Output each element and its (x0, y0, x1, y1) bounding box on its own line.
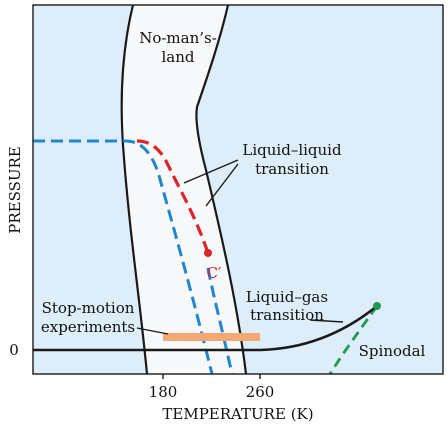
no-mans-land-label-line-2: land (161, 48, 194, 66)
no-mans-land-region (121, 5, 246, 374)
critical-point-marker (204, 249, 212, 257)
liquid-liquid-leader-lower (205, 163, 239, 207)
stop-motion-label-line-2: experiments (41, 318, 135, 336)
x-axis-label: TEMPERATURE (K) (162, 405, 313, 423)
no-mans-land-left-boundary (120, 5, 149, 374)
stop-motion-leader (136, 327, 169, 335)
no-mans-land-right-boundary (195, 5, 248, 374)
plot-area (33, 5, 443, 374)
spinodal-endpoint-marker (373, 302, 381, 310)
y-axis-label: PRESSURE (6, 146, 24, 234)
critical-point-label: C′ (207, 264, 222, 282)
no-mans-land-label-line-1: No-man’s- (139, 29, 217, 47)
spinodal-label: Spinodal (359, 342, 426, 360)
liquid-liquid-leader-upper (183, 159, 239, 184)
liquid-gas-leader (309, 319, 344, 323)
spinodal-line (328, 305, 379, 374)
liquid-liquid-label-line-1: Liquid–liquid (242, 141, 342, 159)
liquid-gas-transition-line (33, 304, 378, 352)
stop-motion-label-line-1: Stop-motion (42, 299, 135, 317)
y-axis-zero-tick-label: 0 (9, 341, 19, 359)
plot-frame (32, 4, 444, 375)
dashed-line-below-critical-point (206, 267, 234, 374)
liquid-gas-label-line-2: transition (250, 306, 324, 324)
liquid-liquid-label-line-2: transition (255, 160, 329, 178)
stop-motion-experiments-bar (163, 333, 260, 341)
liquid-liquid-transition-line (136, 139, 210, 254)
x-tick-label-180: 180 (149, 383, 178, 401)
liquid-gas-label-line-1: Liquid–gas (246, 288, 328, 306)
x-tick-label-260: 260 (246, 383, 275, 401)
